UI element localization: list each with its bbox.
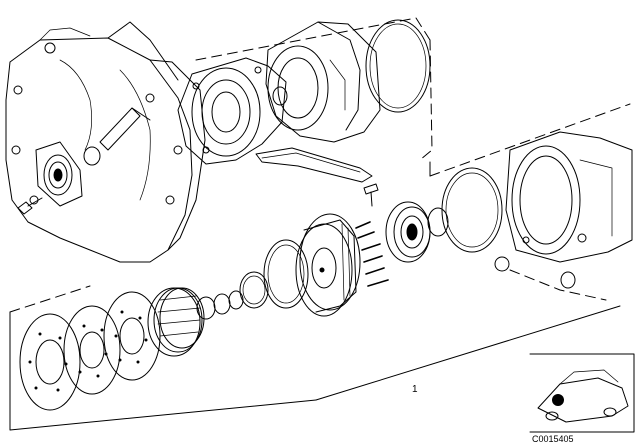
pump-gasket	[177, 57, 287, 165]
screw	[363, 183, 379, 207]
seal-ring-small	[239, 271, 269, 309]
friction-disc-3	[103, 291, 161, 381]
friction-disc-1	[19, 313, 81, 411]
large-seal-ring	[441, 167, 503, 253]
bell-housing	[5, 21, 206, 263]
friction-disc-2	[63, 305, 121, 395]
group-bracket	[9, 161, 621, 431]
callout-label-1: 1	[412, 384, 418, 395]
drawing-code: C0015405	[532, 434, 574, 444]
vehicle-thumbnail: C0015405	[529, 353, 635, 444]
snap-ring	[427, 207, 449, 237]
piston-ring	[263, 239, 309, 309]
snap-ring-small	[228, 290, 244, 310]
bearing-carrier	[385, 201, 431, 263]
pump-housing	[195, 17, 433, 161]
clutch-pack	[147, 287, 205, 357]
clutch-drum	[295, 213, 361, 317]
small-seal	[494, 256, 510, 272]
oil-pan-gasket	[255, 147, 373, 183]
large-seal-ring-top	[365, 19, 431, 113]
springs	[355, 221, 389, 287]
transmission-case	[429, 103, 633, 301]
o-ring	[83, 146, 101, 166]
washer	[213, 293, 231, 315]
location-marker	[552, 394, 564, 406]
front-seal-flange	[35, 141, 83, 207]
small-o-ring	[272, 86, 288, 106]
small-seal-right	[560, 271, 576, 289]
housing-bolt	[17, 197, 43, 215]
